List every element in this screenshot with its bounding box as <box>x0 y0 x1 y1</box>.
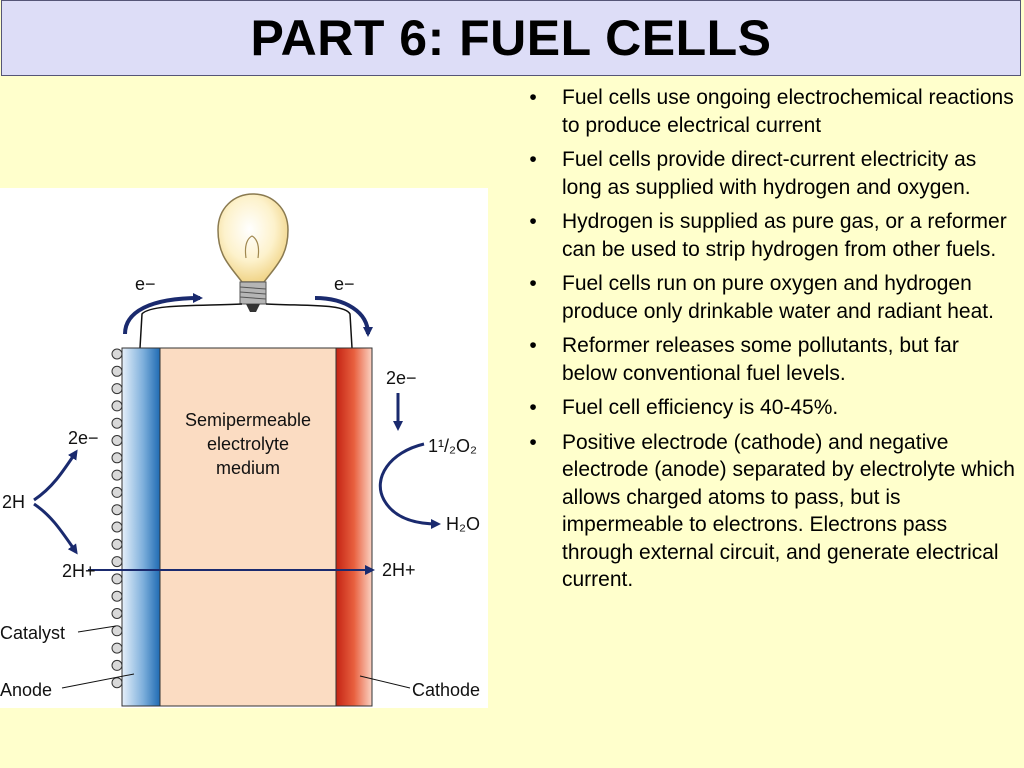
bullet-list: • Fuel cells use ongoing electrochemical … <box>518 84 1018 601</box>
bullet-text: Positive electrode (cathode) and negativ… <box>562 430 1015 592</box>
electron-label-right: e− <box>334 274 355 294</box>
left-2hplus-label: 2H+ <box>62 561 96 581</box>
catalyst-label: Catalyst <box>0 623 65 643</box>
anode-electrode <box>121 347 161 707</box>
bullet-marker: • <box>529 396 537 419</box>
cathode-pointer <box>359 675 411 689</box>
bullet-marker: • <box>529 272 537 295</box>
title-bar: PART 6: FUEL CELLS <box>1 0 1021 76</box>
bullet-item: • Positive electrode (cathode) and negati… <box>518 429 1018 594</box>
catalyst-bead <box>111 573 123 585</box>
right-o2-label: 1¹/₂O₂ <box>428 436 477 456</box>
catalyst-beads <box>111 348 123 689</box>
left-2e-label: 2e− <box>68 428 99 448</box>
bullet-text: Hydrogen is supplied as pure gas, or a r… <box>562 210 1007 261</box>
catalyst-bead <box>111 521 123 533</box>
bullet-text: Fuel cell efficiency is 40-45%. <box>562 396 839 419</box>
catalyst-bead <box>111 538 123 550</box>
catalyst-bead <box>111 625 123 637</box>
anode-pointer <box>61 673 135 689</box>
bullet-marker: • <box>529 210 537 233</box>
catalyst-bead <box>111 348 123 360</box>
catalyst-bead <box>111 469 123 481</box>
light-bulb-icon <box>217 193 289 312</box>
fuel-cell-diagram: e− e− Semipermeable electrolyte medium 2… <box>0 188 488 708</box>
bullet-item: • Fuel cells provide direct-current elect… <box>518 146 1018 201</box>
medium-label-line2: electrolyte <box>207 434 289 454</box>
wire-left <box>139 303 243 349</box>
left-arrow-down <box>33 502 78 555</box>
right-h2o-label: H₂O <box>446 514 480 534</box>
catalyst-bead <box>111 608 123 619</box>
electrolyte-medium <box>159 347 337 707</box>
bullet-item: • Fuel cells use ongoing electrochemical … <box>518 84 1018 139</box>
bullet-item: • Fuel cells run on pure oxygen and hydro… <box>518 270 1018 325</box>
right-2hplus-label: 2H+ <box>382 560 416 580</box>
cathode-label: Cathode <box>412 680 480 700</box>
bullet-text: Fuel cells run on pure oxygen and hydrog… <box>562 272 994 323</box>
catalyst-bead <box>111 556 123 568</box>
catalyst-bead <box>111 504 123 516</box>
electron-label-left: e− <box>135 274 156 294</box>
electron-arrow-right <box>314 296 373 337</box>
catalyst-bead <box>111 677 123 689</box>
catalyst-bead <box>111 590 123 602</box>
wire-right <box>265 303 353 349</box>
catalyst-bead <box>111 486 123 498</box>
bullet-text: Fuel cells provide direct-current electr… <box>562 148 977 199</box>
catalyst-pointer <box>77 625 117 633</box>
catalyst-bead <box>111 383 123 395</box>
medium-label-line3: medium <box>216 458 280 478</box>
electron-arrow-left <box>123 293 203 335</box>
catalyst-bead <box>111 417 123 429</box>
catalyst-bead <box>111 659 123 671</box>
bullet-item: • Hydrogen is supplied as pure gas, or a … <box>518 208 1018 263</box>
left-arrow-up <box>33 449 78 502</box>
bullet-item: • Reformer releases some pollutants, but … <box>518 332 1018 387</box>
anode-label: Anode <box>0 680 52 700</box>
catalyst-bead <box>111 435 123 446</box>
medium-label-line1: Semipermeable <box>185 410 311 430</box>
bullet-marker: • <box>529 86 537 109</box>
catalyst-bead <box>111 452 123 464</box>
catalyst-bead <box>111 642 123 654</box>
cathode-electrode <box>335 347 373 707</box>
slide-title: PART 6: FUEL CELLS <box>250 10 772 66</box>
right-arrow-curve <box>378 442 441 529</box>
bullet-item: • Fuel cell efficiency is 40-45%. <box>518 394 1018 422</box>
bullet-marker: • <box>529 148 537 171</box>
catalyst-bead <box>111 400 123 412</box>
bullet-marker: • <box>529 334 537 357</box>
right-2e-label: 2e− <box>386 368 417 388</box>
catalyst-bead <box>111 365 123 377</box>
bullet-text: Reformer releases some pollutants, but f… <box>562 334 959 385</box>
left-2h-label: 2H <box>2 492 25 512</box>
bullet-text: Fuel cells use ongoing electrochemical r… <box>562 86 1014 137</box>
bullet-marker: • <box>529 430 537 454</box>
